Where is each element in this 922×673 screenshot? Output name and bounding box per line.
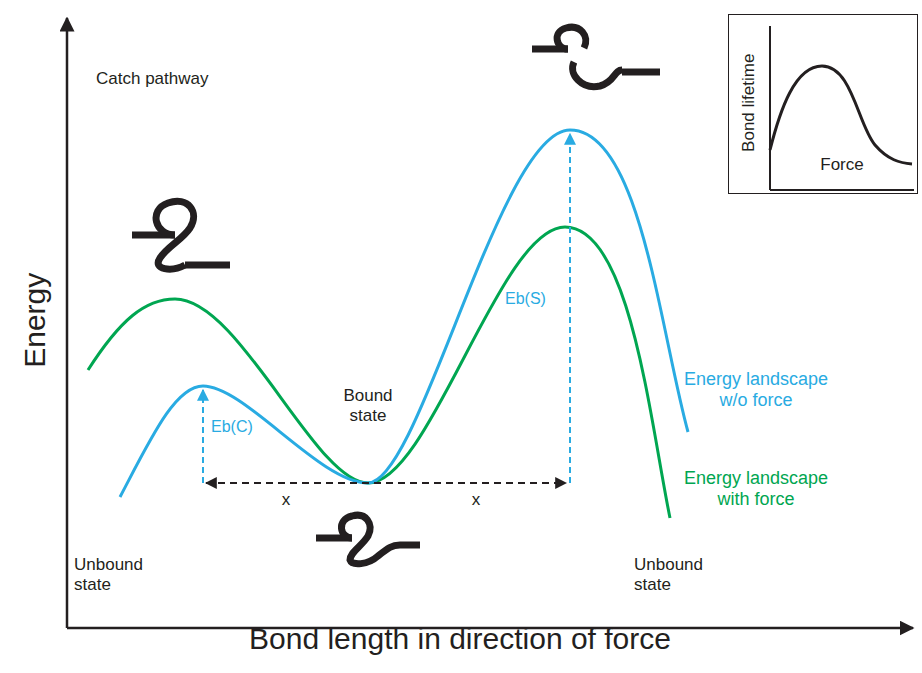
barrier-arrow <box>202 390 204 483</box>
axis-title: Bond lifetime <box>739 54 759 152</box>
y-axis <box>66 18 69 628</box>
panel-title: Catch pathway <box>96 69 208 89</box>
distance-arrow <box>206 482 566 484</box>
axis-title: Force <box>820 155 863 175</box>
curve-label: Energy landscape with force <box>681 468 831 509</box>
axis-title: Energy <box>19 272 54 367</box>
energy-curve-without-force <box>120 130 688 497</box>
state-label: Bound state <box>333 386 403 425</box>
axis-title: Bond length in direction of force <box>249 622 671 657</box>
state-label: Unbound state <box>634 555 724 594</box>
bond-icon <box>316 515 420 564</box>
inset-chart <box>770 26 914 190</box>
barrier-label: Eb(C) <box>211 418 253 436</box>
barrier-arrow <box>569 134 571 483</box>
bond-icon <box>532 27 660 86</box>
curve-label: Energy landscape w/o force <box>681 369 831 410</box>
inset-box: Bond lifetimeForce <box>728 14 918 194</box>
distance-label: x <box>282 490 291 510</box>
distance-label: x <box>472 490 481 510</box>
bond-icon <box>132 201 230 269</box>
barrier-label: Eb(S) <box>505 290 546 308</box>
state-label: Unbound state <box>74 555 164 594</box>
